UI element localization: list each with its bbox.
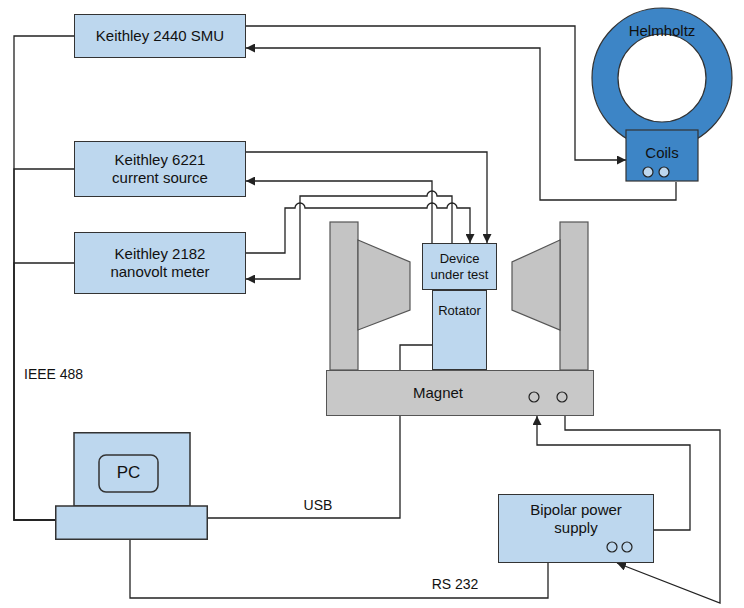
node-text: PC: [99, 455, 158, 492]
node-text: Magnet: [413, 384, 463, 402]
magnet-yoke: [330, 222, 358, 370]
terminal: [529, 392, 539, 402]
terminal: [659, 167, 669, 177]
computer-drawing: [55, 432, 208, 540]
coil-base: [626, 130, 698, 181]
computer-base: [56, 506, 208, 539]
node-text: Bipolar power supply: [516, 501, 636, 537]
helmholtz-coils: HelmholtzCoils: [626, 8, 698, 182]
power-supply-box: Bipolar power supply: [498, 494, 654, 563]
connector: [130, 540, 548, 598]
connector: [14, 169, 74, 520]
pole-piece: [512, 240, 560, 330]
node-text: Helmholtz: [586, 20, 738, 42]
connector: [246, 26, 626, 160]
rotator-box: Rotator: [432, 290, 487, 370]
computer: PC: [55, 432, 208, 540]
interface-label: RS 232: [430, 576, 481, 593]
terminal: [557, 392, 567, 402]
bus-label: IEEE 488: [22, 366, 85, 383]
terminal: [643, 167, 653, 177]
sample-box: Device under test: [422, 243, 497, 290]
pole-piece: [358, 240, 410, 330]
node-text: Keithley 2182 nanovolt meter: [94, 245, 226, 281]
node-text: Keithley 2440 SMU: [96, 27, 224, 45]
instrument-box: Keithley 6221 current source: [74, 141, 246, 197]
instrument-box: Keithley 2182 nanovolt meter: [74, 232, 246, 294]
magnet-yoke: [560, 222, 588, 370]
interface-label: USB: [302, 497, 335, 514]
node-text: Coils: [626, 142, 698, 164]
instrument-box: Keithley 2440 SMU: [74, 14, 246, 58]
terminal: [607, 542, 617, 552]
magnet-base: Magnet: [326, 370, 594, 416]
node-text: Keithley 6221 current source: [94, 151, 226, 187]
connector: [246, 152, 487, 243]
screen: [99, 455, 158, 492]
connector: [14, 36, 74, 520]
monitor: [74, 433, 190, 506]
node-text: Rotator: [438, 303, 481, 319]
terminal: [622, 542, 632, 552]
node-text: Device under test: [426, 251, 493, 282]
connector: [246, 181, 432, 243]
connector: [14, 263, 74, 520]
